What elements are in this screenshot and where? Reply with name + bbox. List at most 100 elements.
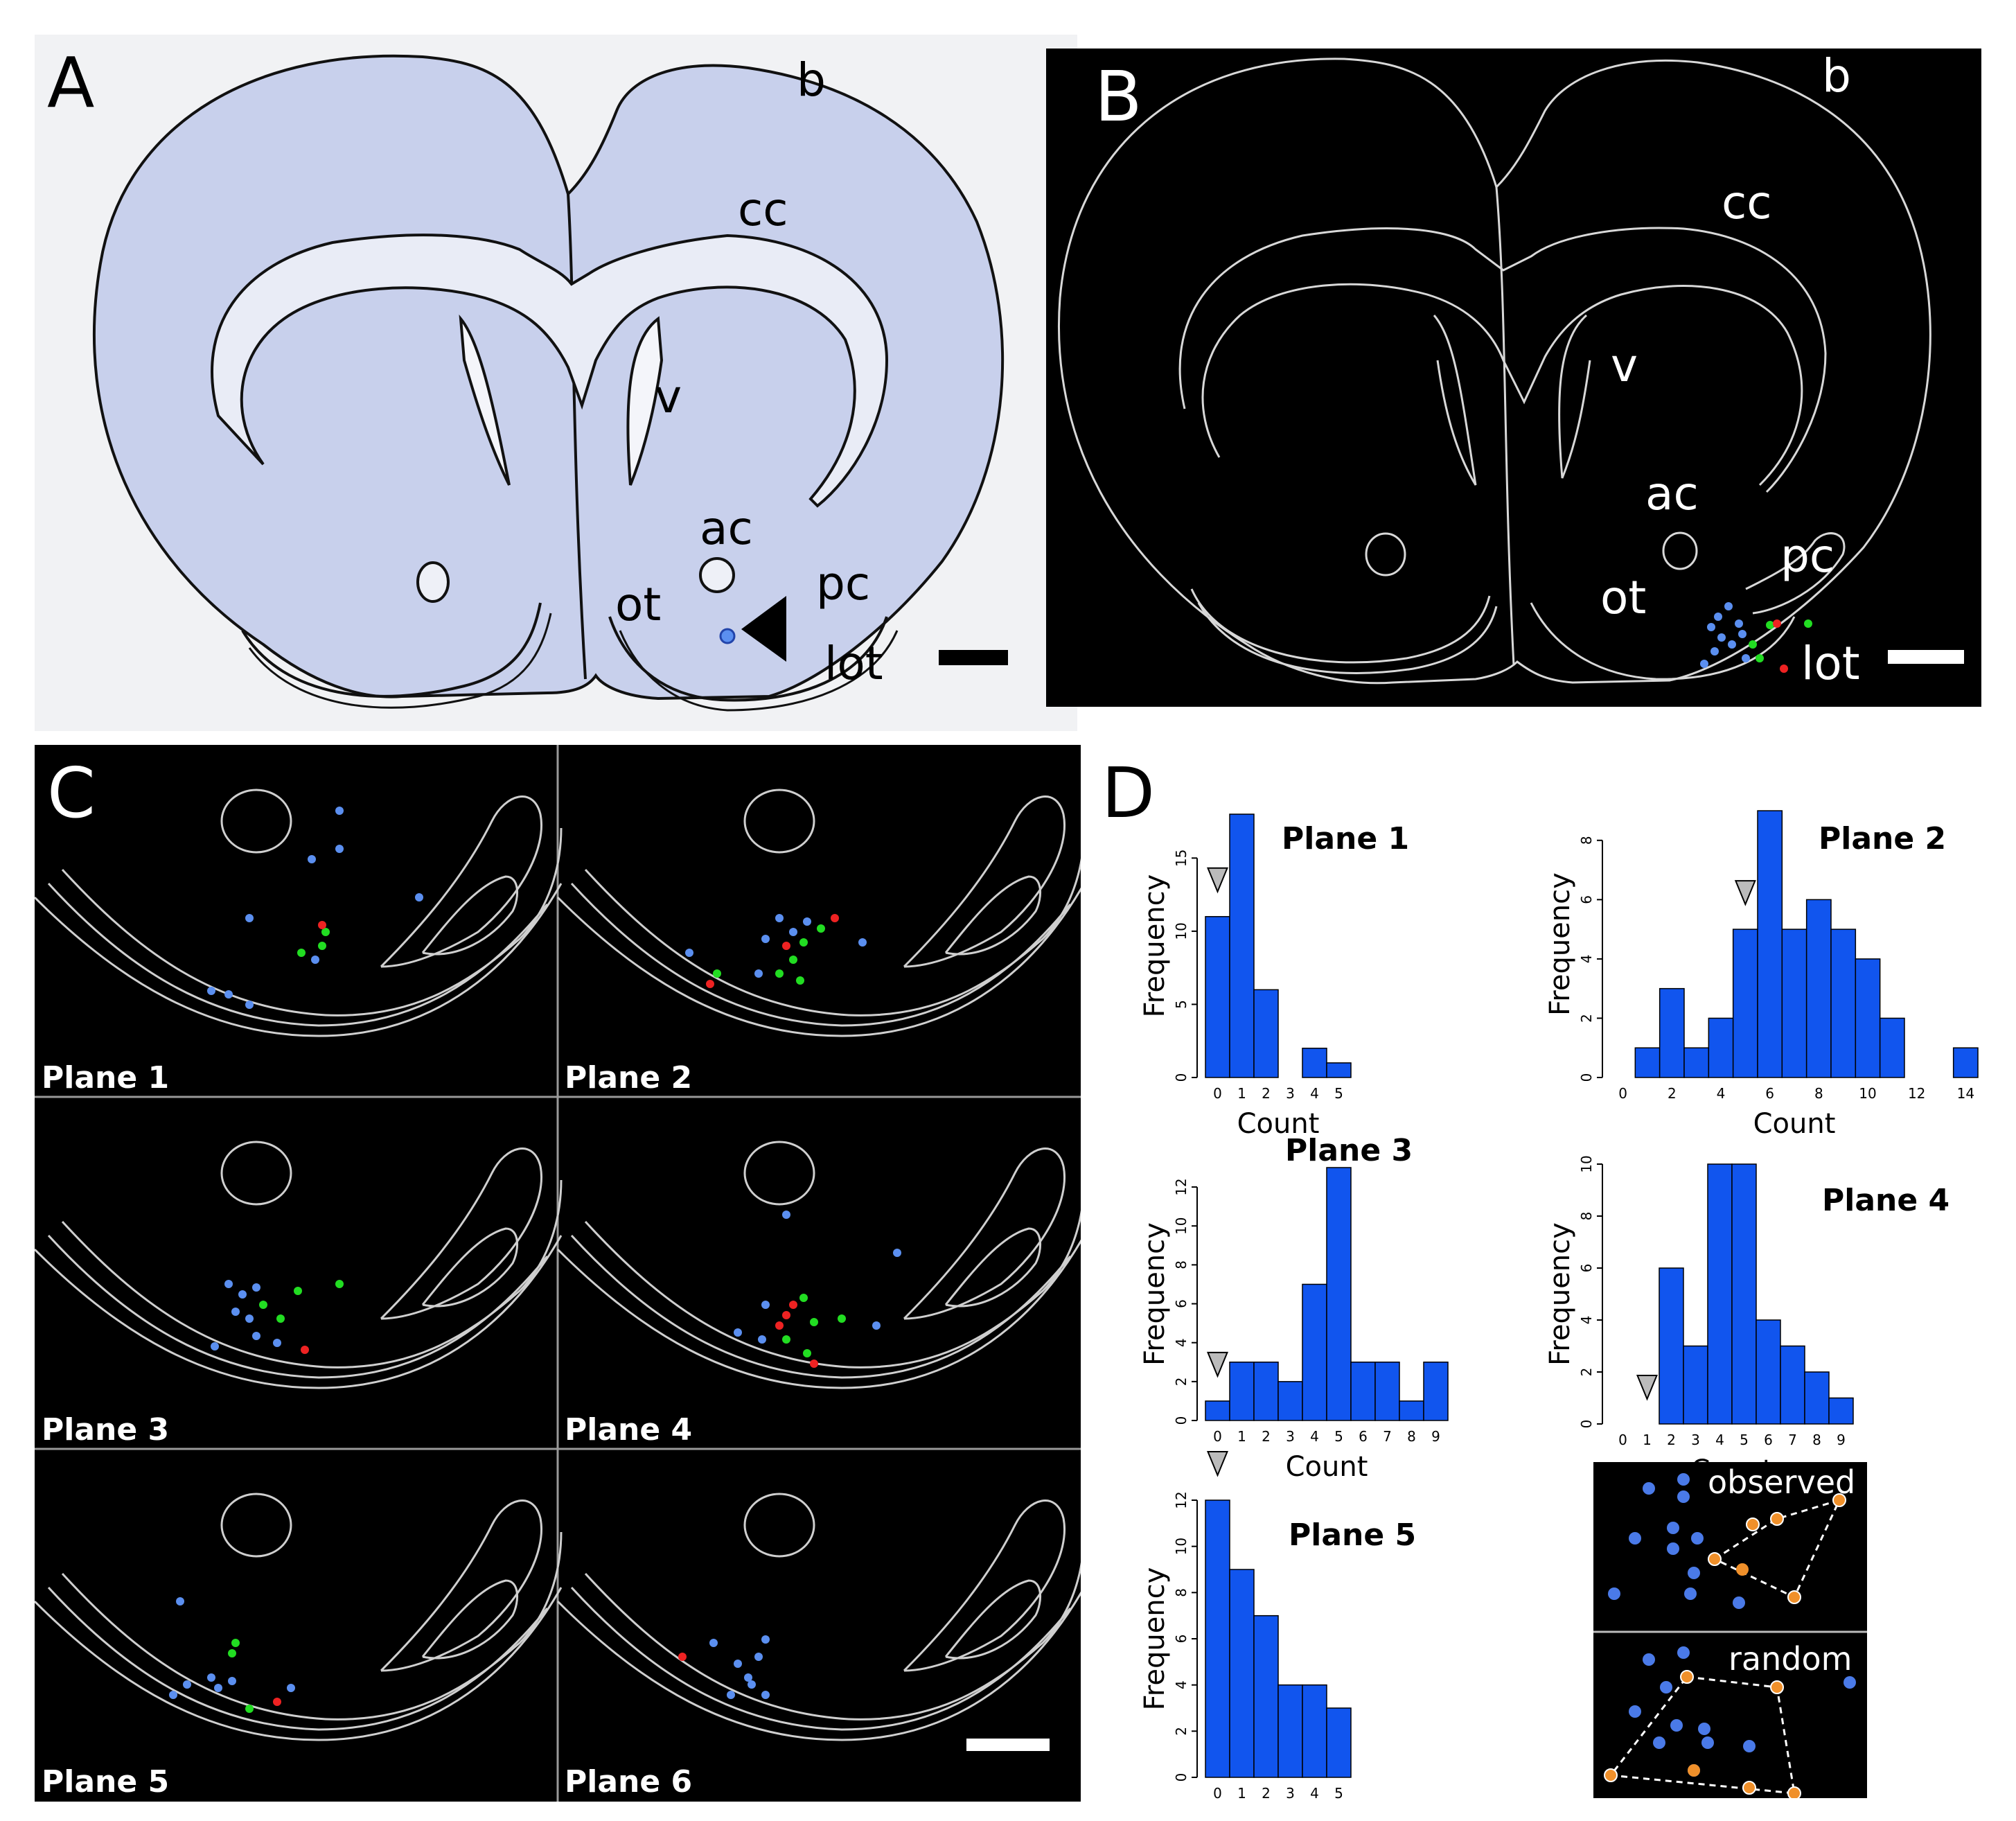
y-tick-label: 0 <box>1173 1073 1190 1082</box>
histogram-bar <box>1326 1167 1352 1421</box>
histogram-bar <box>1277 1684 1303 1778</box>
y-tick-label: 6 <box>1578 895 1595 904</box>
x-tick-label: 0 <box>1618 1432 1627 1448</box>
ventricle-left <box>459 314 511 486</box>
x-tick-label: 4 <box>1310 1428 1319 1445</box>
x-tick-label: 6 <box>1359 1428 1368 1445</box>
x-tick-label: 4 <box>1310 1085 1319 1102</box>
histogram-bar <box>1732 929 1758 1078</box>
x-tick-label: 12 <box>1908 1085 1925 1102</box>
histogram-bar <box>1708 1017 1734 1078</box>
y-tick-label: 5 <box>1173 1000 1190 1009</box>
x-tick-label: 2 <box>1668 1085 1677 1102</box>
x-tick-label: 4 <box>1310 1785 1319 1802</box>
x-tick-label: 1 <box>1237 1085 1246 1102</box>
cluster-diagram: observed random <box>1593 1463 1867 1798</box>
brain-outline <box>1057 58 1931 685</box>
y-tick-label: 8 <box>1578 836 1595 845</box>
y-tick-label: 8 <box>1578 1212 1595 1221</box>
y-tick-label: 0 <box>1578 1420 1595 1429</box>
x-tick-label: 2 <box>1667 1432 1676 1448</box>
label-ac: ac <box>1645 467 1699 520</box>
x-axis-label: Count <box>1753 1108 1836 1140</box>
histogram-bar <box>1756 1319 1781 1425</box>
ventral-band-right <box>1530 602 1796 680</box>
label-ac: ac <box>700 502 753 555</box>
ventral-band-left-2 <box>248 613 552 709</box>
y-tick-label: 2 <box>1173 1377 1190 1386</box>
midline <box>567 193 587 680</box>
histogram-title: Plane 2 <box>1819 821 1946 856</box>
plane-1-panel <box>35 789 563 1037</box>
label-ot: ot <box>615 578 661 631</box>
x-tick-label: 0 <box>1213 1085 1222 1102</box>
x-tick-label: 1 <box>1237 1785 1246 1802</box>
histogram-bar <box>1780 1345 1805 1425</box>
random-label: random <box>1728 1640 1852 1678</box>
plane-grid: Plane 1 Plane 2 Plane 3 Plane 4 Plane 5 … <box>35 745 1081 1802</box>
x-tick-label: 1 <box>1643 1432 1652 1448</box>
x-tick-label: 8 <box>1812 1432 1821 1448</box>
x-tick-label: 9 <box>1837 1432 1846 1448</box>
observed-marker-icon <box>1207 1451 1228 1477</box>
plane-4-panel <box>556 1141 1081 1389</box>
scale-bar <box>1888 650 1964 664</box>
histogram-bar <box>1683 1345 1708 1425</box>
y-tick-label: 10 <box>1173 1538 1190 1555</box>
observed-label: observed <box>1708 1463 1855 1501</box>
panel-letter-d: D <box>1102 753 1156 834</box>
x-tick-label: 14 <box>1957 1085 1974 1102</box>
histogram-bar <box>1253 989 1279 1078</box>
brain-outline-trace: b cc v ac pc ot lot <box>1057 49 1964 690</box>
y-tick-label: 0 <box>1578 1073 1595 1082</box>
histogram-bar <box>1659 987 1685 1078</box>
y-tick-label: 0 <box>1173 1773 1190 1782</box>
histogram-bar <box>1302 1048 1327 1078</box>
plane-6-label: Plane 6 <box>565 1764 692 1800</box>
x-tick-label: 2 <box>1262 1085 1271 1102</box>
observed-marker-icon <box>1207 867 1228 894</box>
histogram-bar <box>1855 958 1881 1078</box>
y-tick-label: 8 <box>1173 1260 1190 1269</box>
x-tick-label: 4 <box>1715 1432 1724 1448</box>
histogram-bar <box>1253 1362 1279 1421</box>
label-b: b <box>1822 49 1851 103</box>
x-tick-label: 8 <box>1407 1428 1416 1445</box>
anterior-commissure-left <box>1365 532 1406 577</box>
histogram-bar <box>1326 1707 1352 1778</box>
histogram-bar <box>1781 929 1807 1078</box>
x-tick-label: 8 <box>1814 1085 1823 1102</box>
histogram-bar <box>1229 1569 1255 1778</box>
label-ot: ot <box>1600 571 1646 624</box>
anterior-commissure-right <box>1662 531 1698 570</box>
ventricle-left <box>1433 315 1477 486</box>
cluster-illustration: observed random <box>1593 1462 1867 1798</box>
plane-3-panel <box>35 1141 563 1389</box>
y-axis-label: Frequency <box>1139 874 1171 1018</box>
corpus-callosum <box>211 234 889 508</box>
histogram-bar <box>1302 1684 1327 1778</box>
label-lot: lot <box>824 637 883 690</box>
label-lot: lot <box>1801 637 1860 690</box>
y-tick-label: 8 <box>1173 1588 1190 1597</box>
observed-marker-icon <box>1636 1375 1658 1401</box>
histogram-bar <box>1757 810 1783 1078</box>
y-tick-label: 4 <box>1173 1338 1190 1347</box>
x-tick-label: 2 <box>1262 1785 1271 1802</box>
x-tick-label: 7 <box>1383 1428 1392 1445</box>
histogram-bar <box>1423 1362 1449 1421</box>
y-axis-label: Frequency <box>1544 1222 1576 1366</box>
x-axis-label: Count <box>1286 1451 1368 1483</box>
plane-3-label: Plane 3 <box>42 1412 169 1448</box>
x-tick-label: 5 <box>1334 1428 1343 1445</box>
y-tick-label: 4 <box>1578 955 1595 964</box>
x-tick-label: 5 <box>1334 1785 1343 1802</box>
anterior-commissure-left <box>416 561 450 603</box>
y-tick-label: 2 <box>1578 1014 1595 1023</box>
histogram-plane-4: 02468100123456789CountFrequencyPlane 4 <box>1544 1155 1949 1486</box>
observed-cluster <box>1608 1473 1846 1609</box>
histogram-bar <box>1804 1371 1830 1425</box>
